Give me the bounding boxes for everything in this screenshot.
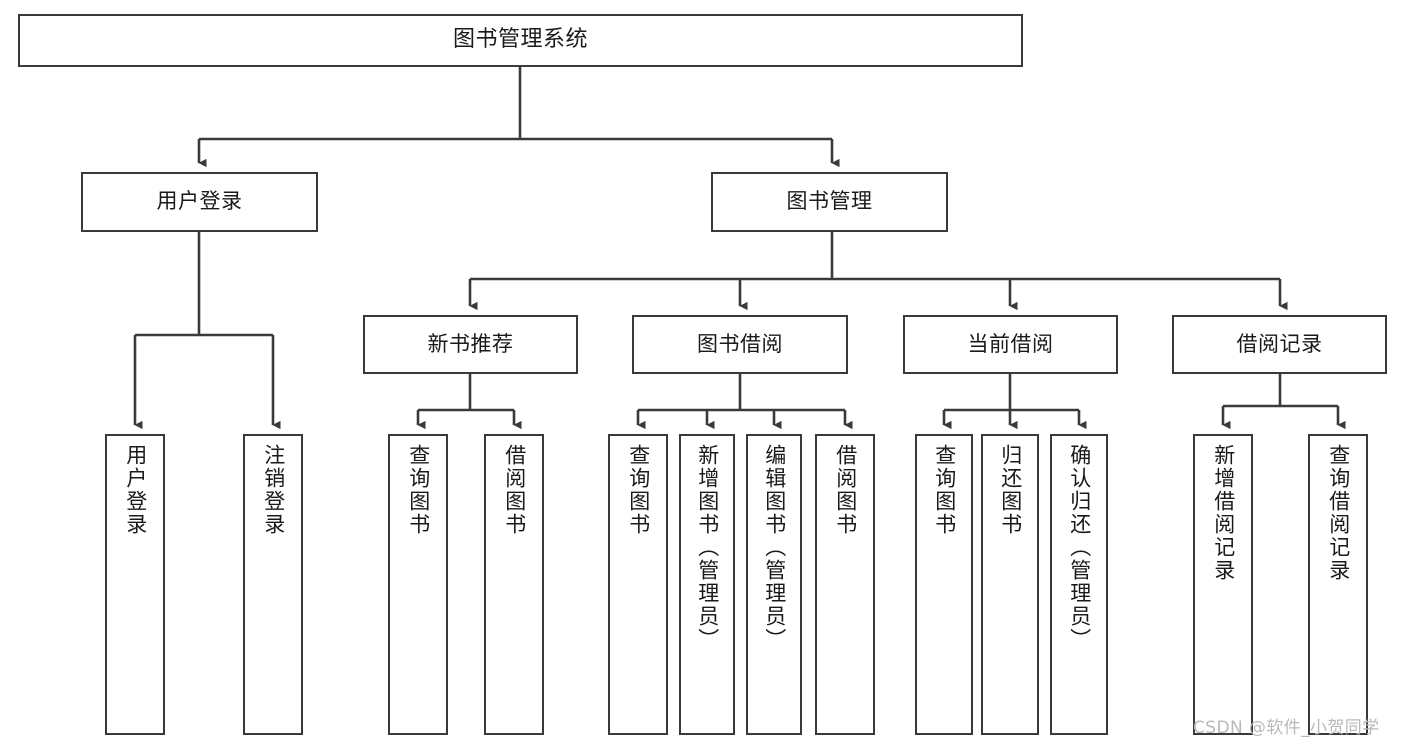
node-book-manage[interactable]: 图书管理: [711, 172, 948, 232]
csdn-watermark: CSDN @软件_小贺同学: [1193, 718, 1380, 738]
node-leaf-user-login[interactable]: 用户登录: [105, 434, 165, 735]
node-leaf-query-book-3-label: 查询图书: [932, 444, 957, 536]
node-root-label: 图书管理系统: [452, 27, 588, 53]
node-leaf-borrow-book-2[interactable]: 借阅图书: [815, 434, 875, 735]
node-leaf-query-book-3[interactable]: 查询图书: [915, 434, 973, 735]
node-user-login[interactable]: 用户登录: [81, 172, 318, 232]
node-leaf-query-book-2[interactable]: 查询图书: [608, 434, 668, 735]
node-leaf-query-record[interactable]: 查询借阅记录: [1308, 434, 1368, 735]
node-leaf-logout[interactable]: 注销登录: [243, 434, 303, 735]
node-leaf-confirm-return[interactable]: 确认归还（管理员）: [1050, 434, 1108, 735]
node-leaf-edit-book-label: 编辑图书（管理员）: [762, 444, 787, 651]
node-leaf-return-book-label: 归还图书: [998, 444, 1023, 536]
node-root[interactable]: 图书管理系统: [18, 14, 1023, 67]
node-leaf-query-book-2-label: 查询图书: [626, 444, 651, 536]
node-new-book-rec[interactable]: 新书推荐: [363, 315, 578, 374]
node-leaf-confirm-return-label: 确认归还（管理员）: [1067, 444, 1092, 651]
node-leaf-add-record-label: 新增借阅记录: [1211, 444, 1236, 582]
node-leaf-borrow-book-1[interactable]: 借阅图书: [484, 434, 544, 735]
node-user-login-label: 用户登录: [156, 189, 243, 214]
node-leaf-add-record[interactable]: 新增借阅记录: [1193, 434, 1253, 735]
node-borrow-record[interactable]: 借阅记录: [1172, 315, 1387, 374]
node-leaf-borrow-book-1-label: 借阅图书: [502, 444, 527, 536]
node-leaf-edit-book[interactable]: 编辑图书（管理员）: [746, 434, 802, 735]
node-leaf-return-book[interactable]: 归还图书: [981, 434, 1039, 735]
node-new-book-rec-label: 新书推荐: [427, 331, 514, 356]
node-leaf-add-book[interactable]: 新增图书（管理员）: [679, 434, 735, 735]
node-leaf-add-book-label: 新增图书（管理员）: [695, 444, 720, 651]
node-current-borrow-label: 当前借阅: [967, 331, 1054, 356]
node-borrow-record-label: 借阅记录: [1236, 331, 1323, 356]
node-book-manage-label: 图书管理: [786, 189, 873, 214]
node-leaf-borrow-book-2-label: 借阅图书: [833, 444, 858, 536]
node-leaf-query-book-1-label: 查询图书: [406, 444, 431, 536]
node-current-borrow[interactable]: 当前借阅: [903, 315, 1118, 374]
node-leaf-query-record-label: 查询借阅记录: [1326, 444, 1351, 582]
node-book-borrow-label: 图书借阅: [697, 331, 783, 356]
node-leaf-query-book-1[interactable]: 查询图书: [388, 434, 448, 735]
node-leaf-user-login-label: 用户登录: [123, 444, 148, 536]
node-book-borrow[interactable]: 图书借阅: [632, 315, 848, 374]
node-leaf-logout-label: 注销登录: [261, 444, 286, 536]
